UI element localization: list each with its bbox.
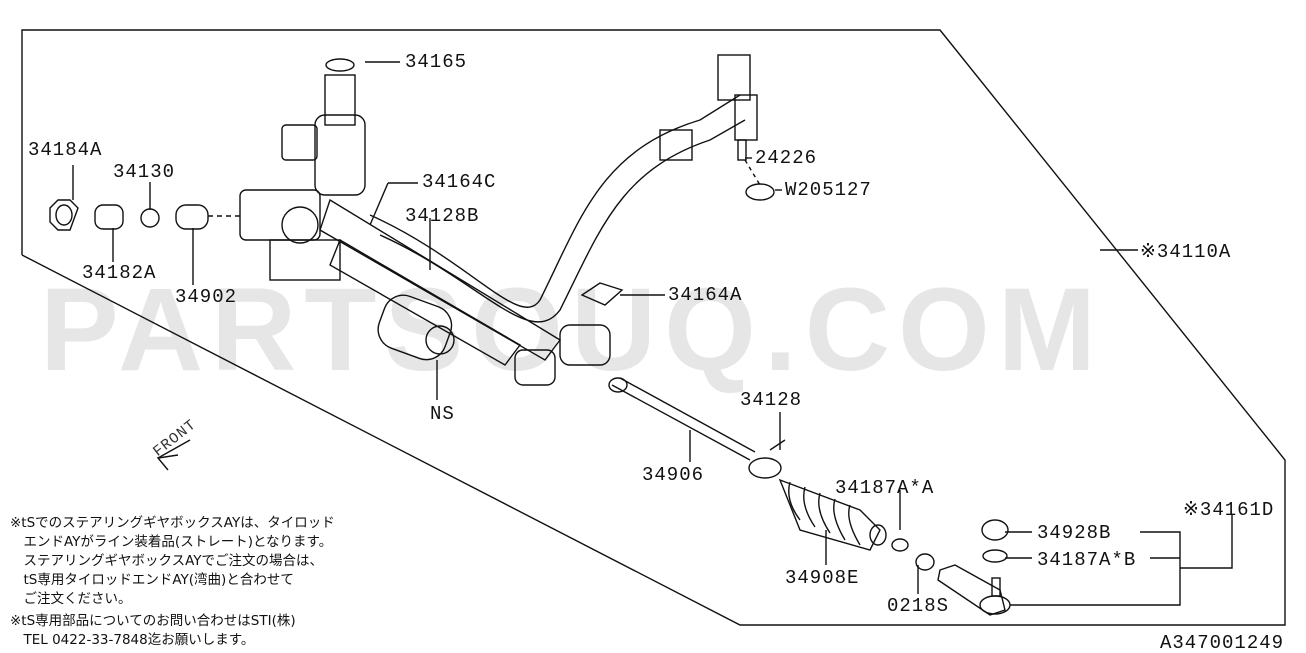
note-line: エンドAYがライン装着品(ストレート)となります。 bbox=[10, 534, 333, 550]
part-label-34187a-b[interactable]: 34187A*B bbox=[1037, 549, 1137, 571]
note-line: tS専用タイロッドエンドAY(湾曲)と合わせて bbox=[10, 572, 294, 588]
part-label-24226[interactable]: 24226 bbox=[755, 147, 818, 169]
part-label-34902[interactable]: 34902 bbox=[175, 286, 238, 308]
part-label-34128b[interactable]: 34128B bbox=[405, 205, 480, 227]
part-label-34187a-a[interactable]: 34187A*A bbox=[835, 477, 935, 499]
note-line: ※tS専用部品についてのお問い合わせはSTI(株) bbox=[10, 613, 296, 629]
note-line: ステアリングギヤボックスAYでご注文の場合は、 bbox=[10, 553, 324, 569]
part-label-34182a[interactable]: 34182A bbox=[82, 262, 157, 284]
note-line: ※tSでのステアリングギヤボックスAYは、タイロッド bbox=[10, 515, 335, 531]
part-label-34128[interactable]: 34128 bbox=[740, 389, 803, 411]
part-label-34906[interactable]: 34906 bbox=[642, 464, 705, 486]
part-label-34130[interactable]: 34130 bbox=[113, 161, 176, 183]
part-label-34161d[interactable]: ※34161D bbox=[1183, 499, 1275, 521]
part-label-0218s[interactable]: 0218S bbox=[887, 595, 950, 617]
part-label-34164a[interactable]: 34164A bbox=[668, 284, 743, 306]
part-label-34165[interactable]: 34165 bbox=[405, 51, 468, 73]
assembly-border bbox=[21, 29, 1286, 626]
part-label-34184a[interactable]: 34184A bbox=[28, 139, 103, 161]
part-label-34928b[interactable]: 34928B bbox=[1037, 522, 1112, 544]
part-label-ns[interactable]: NS bbox=[430, 403, 455, 425]
note-line: ご注文ください。 bbox=[10, 591, 132, 607]
note-line: TEL 0422-33-7848迄お願いします。 bbox=[10, 632, 255, 648]
part-label-34164c[interactable]: 34164C bbox=[422, 171, 497, 193]
diagram-code: A347001249 bbox=[1160, 632, 1285, 653]
part-label-34110a[interactable]: ※34110A bbox=[1140, 241, 1232, 263]
part-label-w205127[interactable]: W205127 bbox=[785, 179, 872, 201]
part-label-34908e[interactable]: 34908E bbox=[785, 567, 860, 589]
